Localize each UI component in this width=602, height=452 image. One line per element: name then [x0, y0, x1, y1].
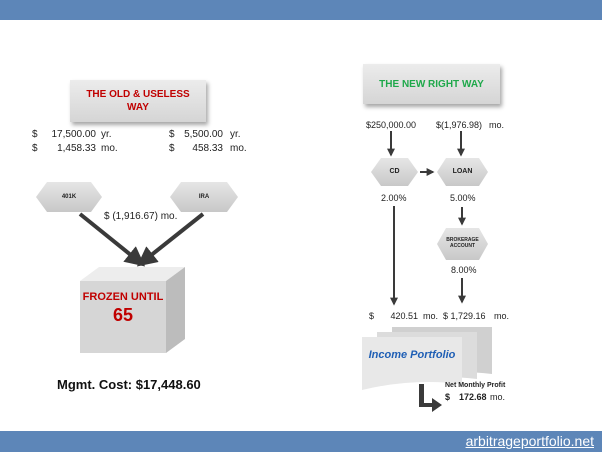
arrow-to-profit	[419, 384, 442, 412]
hex-loan	[437, 158, 488, 186]
profit-symbol: $	[445, 392, 451, 402]
hex-loan-label: LOAN	[452, 168, 473, 175]
arrow-401k-to-frozen	[78, 212, 146, 267]
cd-rate: 2.00%	[381, 193, 407, 203]
old-right-yearly-symbol: $	[169, 129, 175, 140]
hex-brokerage-label: BROKERAGE ACCOUNT	[437, 237, 488, 249]
frozen-line1: FROZEN UNTIL	[82, 291, 164, 303]
hex-401k	[36, 182, 102, 212]
old-left-monthly-unit: mo.	[101, 143, 118, 154]
profit-unit: mo.	[490, 392, 506, 402]
footer-bar	[0, 431, 602, 452]
cd-amount: $250,000.00	[366, 120, 417, 130]
old-left-yearly-symbol: $	[32, 129, 38, 140]
frozen-box-side	[166, 267, 185, 353]
brokerage-rate: 8.00%	[451, 265, 477, 275]
profit-value: 172.68	[459, 392, 487, 402]
cd-income-value: 420.51	[390, 311, 418, 321]
top-bar	[0, 0, 602, 20]
old-left-monthly-symbol: $	[32, 143, 38, 154]
arrow-ira-to-frozen	[136, 212, 205, 267]
old-left-yearly-unit: yr.	[101, 129, 112, 140]
frozen-line2: 65	[112, 305, 134, 325]
old-left-yearly-value: 17,500.00	[51, 129, 97, 140]
mgmt-cost: Mgmt. Cost: $17,448.60	[57, 377, 201, 392]
old-right-monthly-symbol: $	[169, 143, 175, 154]
frozen-box-top	[80, 267, 185, 281]
hex-cd	[371, 158, 418, 186]
brokerage-line1: BROKERAGE	[446, 237, 479, 243]
old-right-yearly-unit: yr.	[230, 129, 241, 140]
doc-front	[362, 337, 462, 390]
cd-income-unit: mo.	[423, 311, 439, 321]
frozen-box-label: FROZEN UNTIL 65	[80, 290, 166, 326]
brokerage-income-unit: mo.	[494, 311, 510, 321]
frozen-box-front	[80, 281, 166, 353]
new-way-title: THE NEW RIGHT WAY	[363, 64, 500, 104]
loan-amount-unit: mo.	[489, 120, 505, 130]
profit-label: Net Monthly Profit	[445, 382, 506, 389]
old-left-monthly-value: 1,458.33	[57, 143, 96, 154]
old-right-monthly-value: 458.33	[192, 143, 223, 154]
loan-amount: $(1,976.98)	[436, 120, 483, 130]
hex-cd-label: CD	[389, 168, 400, 175]
loan-rate: 5.00%	[450, 193, 476, 203]
hex-401k-label: 401K	[61, 194, 77, 200]
old-right-monthly-unit: mo.	[230, 143, 247, 154]
cd-income-symbol: $	[369, 311, 375, 321]
hex-ira-label: IRA	[198, 194, 210, 200]
old-way-title: THE OLD & USELESS WAY	[70, 80, 206, 122]
income-portfolio-title: Income Portfolio	[368, 349, 456, 361]
old-monthly-payment: $ (1,916.67) mo.	[104, 211, 178, 222]
hex-brokerage	[437, 228, 488, 260]
brokerage-income: $ 1,729.16	[443, 311, 486, 321]
old-way-title-line2: WAY	[127, 102, 149, 113]
hex-ira	[170, 182, 238, 212]
old-way-title-line1: THE OLD & USELESS	[86, 89, 190, 100]
old-right-yearly-value: 5,500.00	[184, 129, 223, 140]
brokerage-line2: ACCOUNT	[450, 243, 475, 249]
footer-link[interactable]: arbitrageportfolio.net	[465, 433, 594, 449]
